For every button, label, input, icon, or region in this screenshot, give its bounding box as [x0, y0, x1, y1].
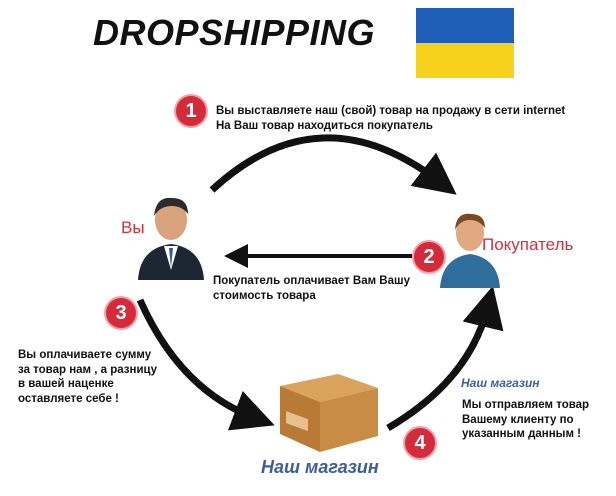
page-title: DROPSHIPPING	[93, 12, 376, 53]
step-4-text: Мы отправляем товар Вашему клиенту по ук…	[462, 398, 589, 442]
actor-buyer-label: Покупатель	[482, 235, 574, 254]
step-1-line-1: Вы выставляете наш (свой) товар на прода…	[216, 105, 566, 117]
ukraine-flag-icon	[416, 8, 514, 78]
step-1-text: Вы выставляете наш (свой) товар на прода…	[216, 104, 565, 133]
step-2-line-2: стоимость товара	[213, 289, 316, 302]
step-2-badge: 2	[414, 242, 444, 272]
arrow-shipping	[386, 285, 504, 432]
step-1-line-2: На Ваш товар находиться покупатель	[216, 119, 433, 132]
actor-you-label: Вы	[121, 218, 145, 237]
step-4-line-2: Вашему клиенту по	[462, 413, 574, 426]
step-2-line-1: Покупатель оплачивает Вам Вашу	[213, 275, 410, 287]
businessman-icon	[138, 197, 204, 280]
step-3-text: Вы оплачиваете сумму за товар нам , а ра…	[18, 348, 157, 406]
buyer-icon	[440, 213, 500, 288]
step-3-line-4: оставляете себе !	[18, 392, 119, 405]
store-label-top: Наш магазин	[461, 376, 540, 390]
step-1-badge: 1	[176, 96, 206, 126]
store-label-bottom: Наш магазин	[261, 457, 379, 477]
step-4-line-1: Мы отправляем товар	[462, 399, 590, 411]
box-icon	[280, 374, 378, 452]
step-3-line-1: Вы оплачиваете сумму	[18, 349, 152, 361]
step-3-line-2: за товар нам , а разницу	[18, 363, 157, 376]
step-4-line-3: указанным данным !	[462, 428, 582, 440]
step-2-text: Покупатель оплачивает Вам Вашу стоимость…	[213, 274, 410, 303]
step-3-badge: 3	[106, 298, 136, 328]
arrow-to-buyer	[209, 134, 457, 195]
step-3-line-3: в вашей наценке	[18, 378, 114, 390]
step-4-badge: 4	[405, 428, 435, 458]
arrow-to-store	[136, 298, 275, 431]
